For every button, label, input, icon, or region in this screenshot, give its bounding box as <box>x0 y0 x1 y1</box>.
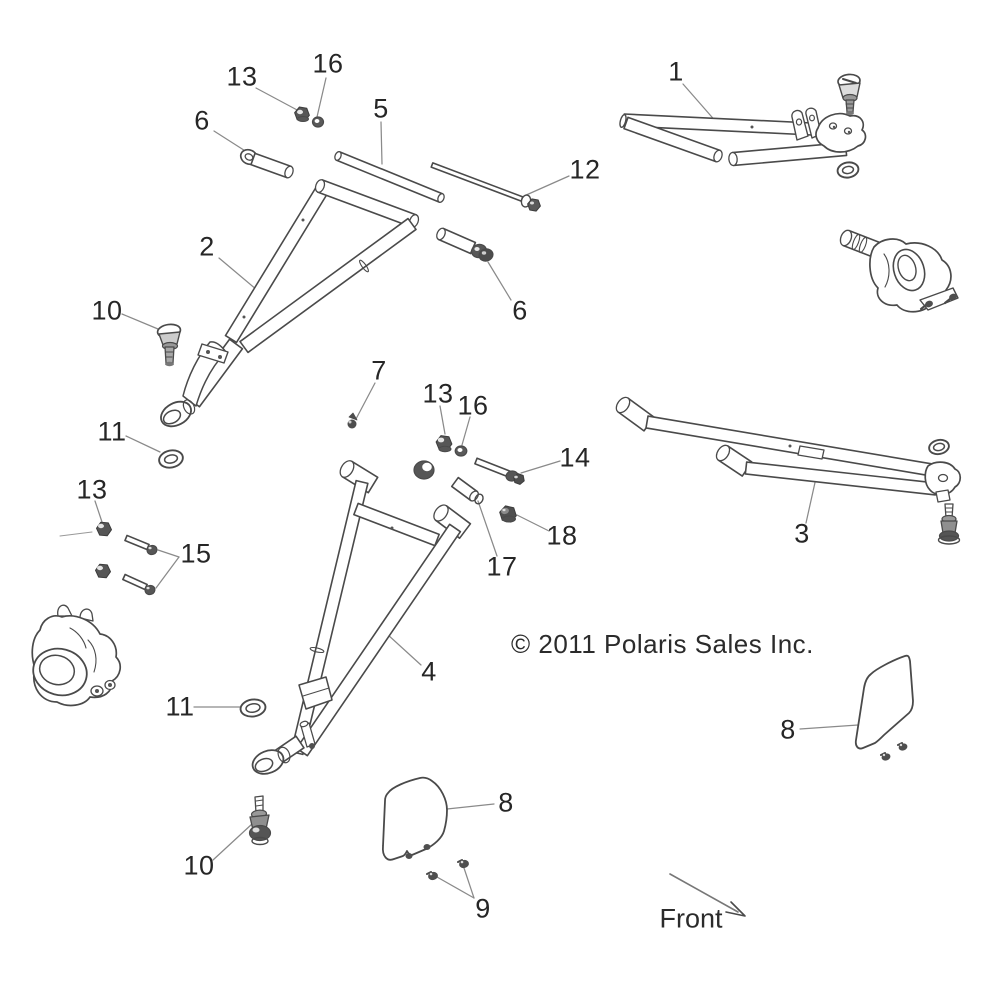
callout-16-washer-top: 16 <box>312 48 344 79</box>
flange-nut-13-middle <box>435 435 453 453</box>
callout-7-screw: 7 <box>371 355 387 386</box>
front-direction-label: Front <box>659 903 723 934</box>
callout-14-bolt: 14 <box>559 442 591 473</box>
screw-7 <box>347 412 358 429</box>
callout-10-ball-joint-upper: 10 <box>91 295 123 326</box>
callout-10-ball-joint-lower: 10 <box>183 850 215 881</box>
ball-joint-lower-left <box>248 795 272 846</box>
bolts-15 <box>122 534 158 596</box>
oring-lower-right <box>928 438 950 456</box>
callout-16-washer-mid: 16 <box>457 390 489 421</box>
steering-knuckle-left <box>31 604 122 707</box>
sleeve-6-right <box>436 227 494 262</box>
callout-1-upper-arm-right: 1 <box>668 56 684 87</box>
callout-13-nut-mid: 13 <box>422 378 454 409</box>
guard-plate-right <box>854 654 914 761</box>
washer-16-middle <box>454 445 468 457</box>
callout-2-upper-arm-left: 2 <box>199 231 215 262</box>
callout-8-guard-right: 8 <box>780 714 796 745</box>
callout-8-guard-left: 8 <box>498 787 514 818</box>
callout-5-tube: 5 <box>373 93 389 124</box>
callout-leader-lines <box>94 77 859 899</box>
upper-control-arm-left <box>160 179 420 428</box>
callout-6-sleeve-right: 6 <box>512 295 528 326</box>
washer-16-top <box>311 116 325 128</box>
callout-17-spacer: 17 <box>486 551 518 582</box>
screws-9 <box>426 859 469 881</box>
front-direction-arrow <box>669 873 746 917</box>
callout-13-nut-top: 13 <box>226 61 258 92</box>
ball-joint-top-right <box>837 73 861 115</box>
callout-6-sleeve-top: 6 <box>194 105 210 136</box>
oring-11-lower <box>239 698 267 718</box>
callout-9-screws: 9 <box>475 893 491 924</box>
callout-11-oring-upper: 11 <box>97 416 127 447</box>
callout-12-bolt: 12 <box>569 154 601 185</box>
ball-joint-lower-right <box>937 503 961 545</box>
lower-control-arm-left <box>251 460 472 775</box>
steering-knuckle-right <box>839 229 959 313</box>
lower-control-arm-right <box>615 396 962 503</box>
spacer-tube-17 <box>450 476 484 505</box>
flange-nut-18 <box>499 505 517 523</box>
oring-upper-left <box>158 449 184 469</box>
flange-nut-13-top <box>294 106 310 122</box>
hex-bolt-14 <box>474 457 525 485</box>
callout-4-lower-arm-left: 4 <box>421 656 437 687</box>
sleeve-6-top <box>239 148 294 179</box>
pivot-bushing <box>413 460 435 480</box>
upper-control-arm-right <box>619 107 867 167</box>
callout-11-oring-lower: 11 <box>165 691 195 722</box>
oring-top-right <box>836 161 860 179</box>
hex-bolt-12 <box>430 162 541 212</box>
nuts-13-left <box>59 521 112 579</box>
spacer-tube-5 <box>334 151 445 203</box>
ball-joint-upper-left <box>156 323 182 367</box>
callout-3-lower-arm-right: 3 <box>794 518 810 549</box>
callout-13-nut-left: 13 <box>76 474 108 505</box>
callout-18-nut: 18 <box>546 520 578 551</box>
guard-plate-left <box>381 776 448 861</box>
callout-15-bolts: 15 <box>180 538 212 569</box>
copyright-text: © 2011 Polaris Sales Inc. <box>511 629 814 659</box>
